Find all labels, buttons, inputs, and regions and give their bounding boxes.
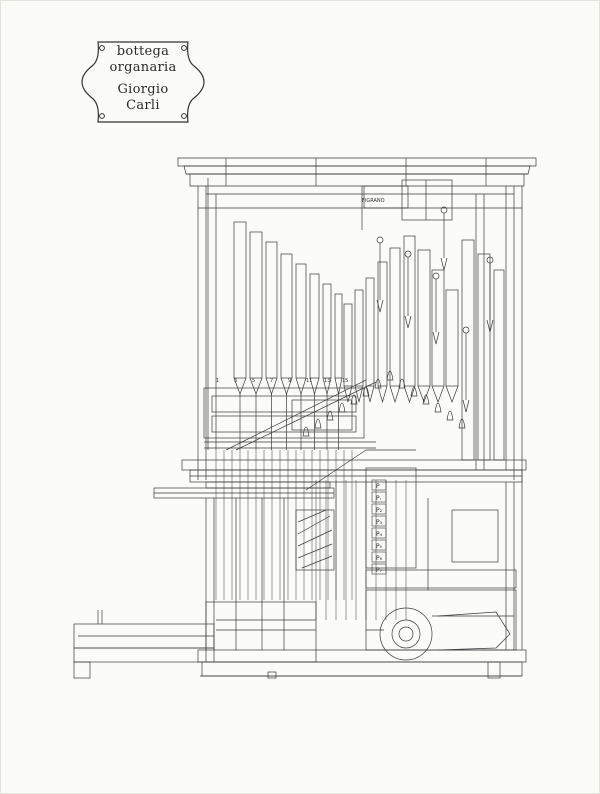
facade-pipe [249, 231, 263, 450]
lower-case [205, 467, 515, 650]
stop-label: P₄ [376, 531, 383, 538]
tracker-lines [225, 379, 416, 491]
logo-line-3: Giorgio [117, 82, 169, 97]
inner-pipe [343, 303, 353, 403]
stop-label: P₅ [376, 543, 383, 550]
pipe-mouth [314, 418, 322, 429]
pipe-number-label: 9 [288, 378, 291, 384]
facade-pipe [265, 241, 278, 450]
stop-knob [371, 479, 387, 491]
stencil-label: FIGRANO [362, 198, 385, 204]
stop-label: P [376, 483, 380, 490]
logo-frame [81, 41, 205, 123]
pipe-mouth [302, 426, 310, 437]
pipe-mouth [374, 378, 382, 389]
stop-knob [371, 515, 387, 527]
inner-pipe [365, 277, 375, 403]
stop-knob [371, 503, 387, 515]
stop-knob [371, 551, 387, 563]
stop-knob [371, 563, 387, 575]
rear-pipe [477, 253, 491, 461]
pipe-number-label: 11 [306, 378, 312, 384]
case-frame [197, 178, 523, 650]
pipe-number-label: 5 [252, 378, 255, 384]
pipe-number-label: 7 [270, 378, 273, 384]
logo-line-4: Carli [126, 98, 160, 113]
inner-pipe [417, 249, 431, 403]
pipe-number-label: 13 [324, 378, 330, 384]
inner-pipe [403, 235, 416, 404]
stop-knob [371, 539, 387, 551]
rear-pipe [493, 269, 505, 461]
inner-pipe [431, 269, 445, 403]
cornice [177, 157, 537, 187]
stop-label: P₇ [376, 567, 383, 574]
pipe-number-label: 1 [216, 378, 219, 384]
facade-pipe [280, 253, 293, 450]
reed-pipe [462, 326, 470, 413]
inner-pipe [354, 289, 364, 403]
pipe-mouth [398, 378, 406, 389]
base [197, 649, 527, 679]
inner-pipe [377, 261, 388, 404]
rear-pipe [461, 239, 475, 461]
stop-label: P₂ [376, 507, 383, 514]
stop-label: P₃ [376, 519, 383, 526]
pipe-mouth [350, 394, 358, 405]
stop-label: Pᵢ [376, 495, 381, 502]
pipe-number-label: 3 [234, 378, 237, 384]
pipe-mouth [422, 394, 430, 405]
pipe-mouth [458, 418, 466, 429]
pipe-mouth [326, 410, 334, 421]
pipe-mouth [446, 410, 454, 421]
facade-pipe [322, 283, 332, 450]
pipe-number-label: 15 [342, 378, 348, 384]
bottega-logo: bottega organaria Giorgio Carli [80, 38, 206, 126]
stop-label: P₆ [376, 555, 383, 562]
stop-knob [371, 491, 387, 503]
bellows [365, 569, 517, 661]
facade-pipe [334, 293, 343, 450]
pipe-mouth [386, 370, 394, 381]
inner-pipe [445, 289, 459, 403]
reed-pipe [404, 250, 412, 329]
reed-pipe [440, 206, 448, 271]
impost-band [153, 459, 527, 499]
stop-knob [371, 527, 387, 539]
reed-pipe [432, 272, 440, 345]
pipe-mouth [362, 386, 370, 397]
facade-pipe [309, 273, 320, 450]
pipe-mouth [434, 402, 442, 413]
pipe-mouth [338, 402, 346, 413]
reed-pipe [486, 256, 494, 333]
logo-line-2: organaria [109, 60, 177, 75]
reed-pipe [376, 236, 384, 313]
pipe-mouth [410, 386, 418, 397]
facade-pipe [233, 221, 247, 450]
pedalboard [73, 601, 317, 679]
inner-pipe [389, 247, 401, 404]
facade-pipe [295, 263, 307, 450]
logo-line-1: bottega [116, 44, 170, 59]
